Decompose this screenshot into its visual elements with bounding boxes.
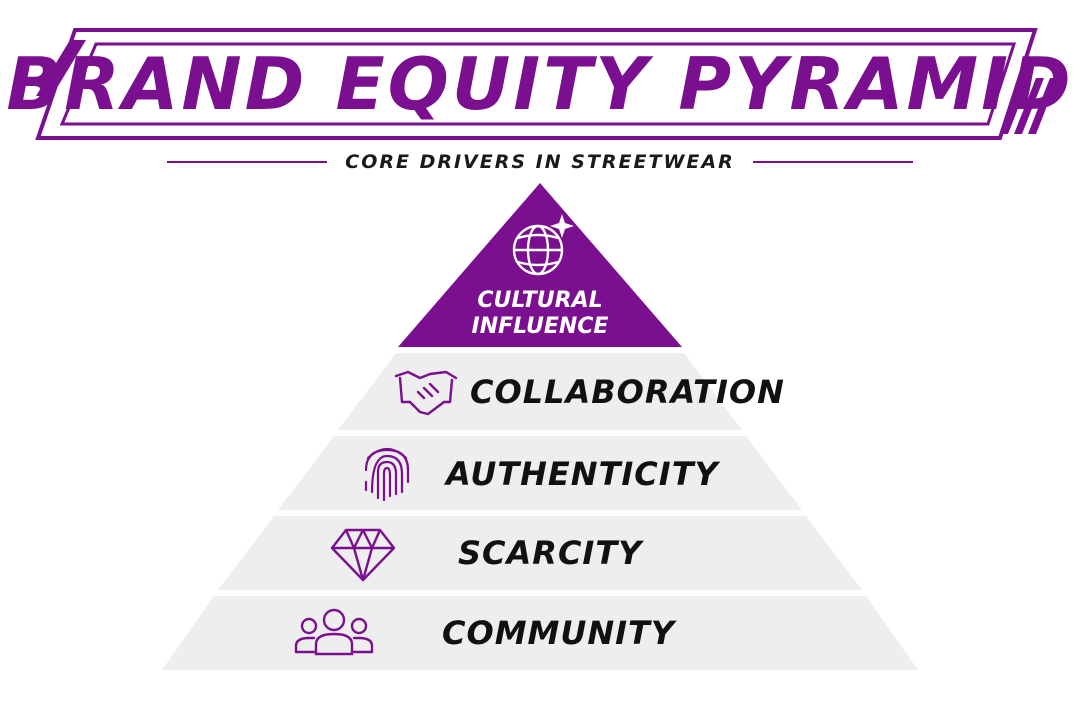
apex-label-line2: INFLUENCE xyxy=(471,314,609,339)
tier-label-scarcity: SCARCITY xyxy=(458,534,643,572)
page-title: BRAND EQUITY PYRAMID xyxy=(6,42,1074,126)
tier-authenticity xyxy=(278,436,802,510)
tier-label-collaboration: COLLABORATION xyxy=(470,373,785,411)
globe-sparkle-icon xyxy=(512,214,574,276)
subtitle-rule-right xyxy=(752,161,913,163)
fingerprint-icon xyxy=(364,447,410,502)
subtitle-row: CORE DRIVERS IN STREETWEAR xyxy=(155,144,925,180)
right-stripe-icon xyxy=(1000,78,1030,134)
apex-label-line1: CULTURAL xyxy=(477,288,603,313)
tier-label-community: COMMUNITY xyxy=(442,614,676,652)
subtitle: CORE DRIVERS IN STREETWEAR xyxy=(345,151,735,173)
apex-label: CULTURAL INFLUENCE xyxy=(440,288,640,340)
diamond-icon xyxy=(330,528,396,582)
people-group-icon xyxy=(294,608,374,656)
tier-label-authenticity: AUTHENTICITY xyxy=(446,455,719,493)
left-stripe-icon xyxy=(36,40,86,96)
subtitle-rule-left xyxy=(167,161,328,163)
title-frame xyxy=(35,28,1058,140)
handshake-icon xyxy=(394,370,458,416)
